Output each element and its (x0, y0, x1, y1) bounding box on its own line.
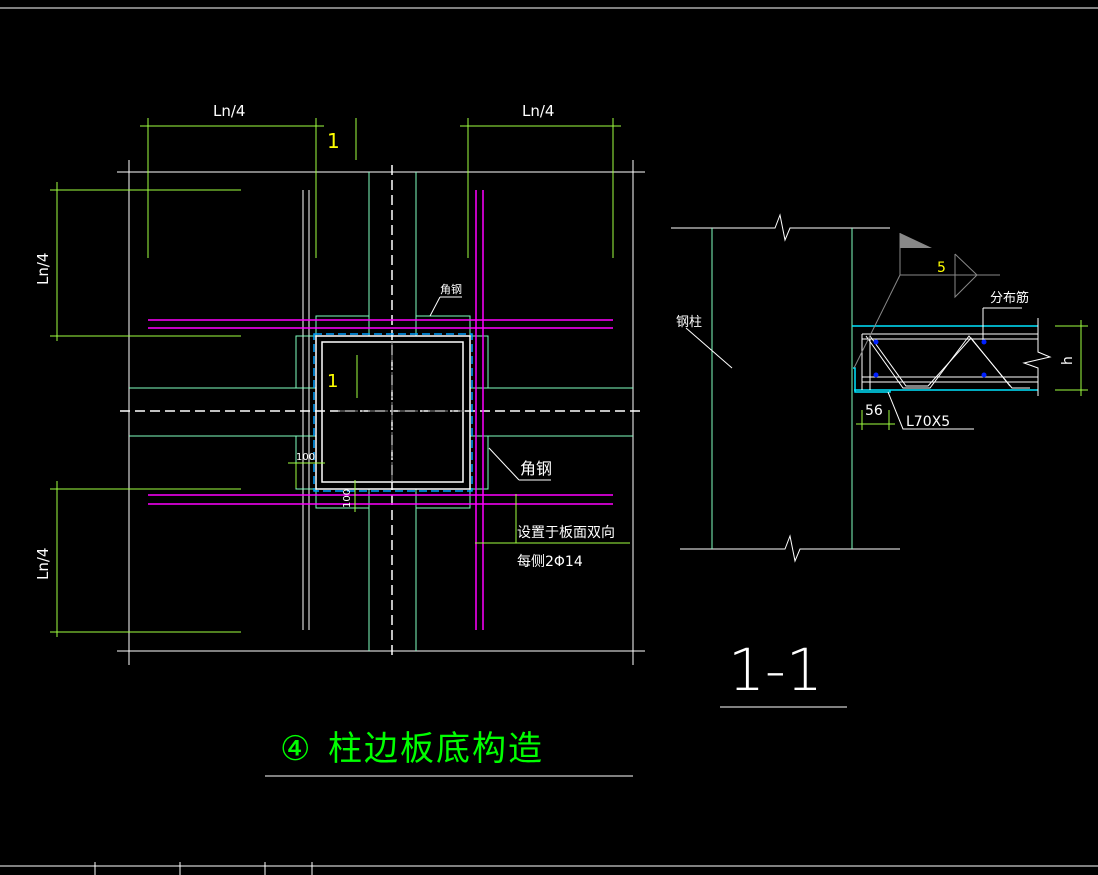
section-mark-top: 1 (327, 129, 340, 153)
leader-line-top (429, 296, 441, 317)
dim-100-horizontal: 100 (296, 452, 315, 463)
column-label: 钢柱 (676, 315, 702, 330)
column-leader (685, 327, 733, 369)
weld-size: 5 (937, 260, 946, 276)
truss-deck (861, 307, 1052, 396)
section-mark-inner: 1 (327, 371, 338, 392)
plan-view: Ln/4 Ln/4 Ln/4 Ln/4 1 1 角钢 角钢 100 100 设置… (34, 102, 645, 777)
dimension-lines (50, 118, 630, 637)
angle-label-right: 角钢 (520, 459, 552, 478)
status-strip-ticks (94, 862, 313, 875)
dim-left-bottom-label: Ln/4 (34, 548, 52, 580)
angle-spec-label: L70X5 (906, 414, 950, 430)
beam-lines (129, 172, 633, 651)
leader-line-right (488, 447, 520, 481)
column-break-top (671, 213, 890, 242)
distribution-rebar-label: 分布筋 (990, 290, 1029, 306)
rebar-dots (873, 339, 987, 378)
beam-centerlines (120, 165, 640, 660)
section-view: 钢柱 分布筋 5 h 56 (671, 213, 1088, 708)
angle-label-top: 角钢 (440, 283, 462, 296)
weld-symbol-icon (853, 233, 1000, 369)
height-label: h (1060, 356, 1076, 365)
plan-title-number: ④ (280, 729, 310, 769)
dim-56-label: 56 (865, 403, 883, 419)
column-centerlines (338, 342, 465, 482)
angle-dashed-outline (313, 333, 473, 492)
dim-top-right-label: Ln/4 (522, 102, 554, 120)
rebar-note-line1: 设置于板面双向 (517, 525, 615, 541)
section-dimension-lines (856, 320, 1088, 430)
angle-steel-plates (295, 315, 489, 509)
column-break-bottom (680, 534, 900, 563)
rebar-note-line2: 每侧2Φ14 (517, 554, 583, 570)
plan-title: 柱边板底构造 (328, 729, 544, 769)
slab-outline (117, 160, 645, 665)
angle-steel-section (853, 367, 891, 393)
weld-flag-icon (900, 233, 932, 248)
steel-column-outer (315, 335, 471, 490)
rebar-lines (148, 190, 613, 630)
angle-spec-leader (887, 391, 974, 430)
dim-100-vertical: 100 (342, 489, 353, 508)
section-title: 1-1 (728, 636, 823, 704)
dim-top-left-label: Ln/4 (213, 102, 245, 120)
dim-left-top-label: Ln/4 (34, 253, 52, 285)
